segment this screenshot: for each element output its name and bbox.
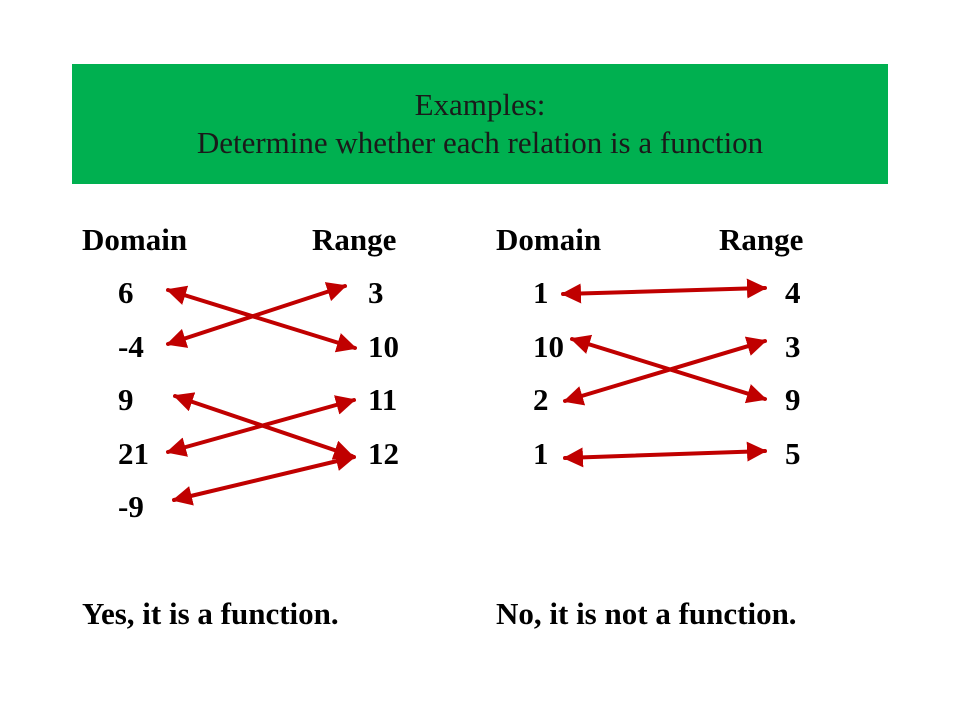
- right-domain-item: 1: [533, 436, 549, 471]
- right-conclusion: No, it is not a function.: [496, 596, 797, 631]
- arrow-right-2-3: [563, 336, 767, 406]
- arrow-left-21-11: [166, 395, 356, 457]
- right-range-item: 3: [785, 329, 801, 364]
- left-range-item: 12: [368, 436, 399, 471]
- left-range-item: 3: [368, 275, 384, 310]
- right-range-item: 5: [785, 436, 801, 471]
- left-range-header: Range: [312, 222, 397, 257]
- right-domain-item: 10: [533, 329, 564, 364]
- left-domain-item: -9: [118, 489, 144, 524]
- arrow-left-6-10: [166, 285, 357, 353]
- right-range-item: 4: [785, 275, 801, 310]
- arrow-right-1-5: [563, 441, 767, 468]
- title-line-2: Determine whether each relation is a fun…: [196, 125, 764, 160]
- right-domain-item: 1: [533, 275, 549, 310]
- right-domain-item: 2: [533, 382, 549, 417]
- title-line-1: Examples:: [414, 87, 546, 122]
- arrow-left-neg4-3: [166, 282, 347, 348]
- arrow-left-neg9-12: [172, 451, 356, 506]
- left-domain-item: 6: [118, 275, 134, 310]
- right-range-header: Range: [719, 222, 804, 257]
- left-range-item: 10: [368, 329, 399, 364]
- left-domain-item: 9: [118, 382, 134, 417]
- right-domain-header: Domain: [496, 222, 602, 257]
- left-range-item: 11: [368, 382, 398, 417]
- title-banner: Examples: Determine whether each relatio…: [72, 64, 888, 184]
- left-domain-header: Domain: [82, 222, 188, 257]
- left-domain-item: -4: [118, 329, 144, 364]
- right-range-item: 9: [785, 382, 801, 417]
- arrow-right-1-4: [561, 278, 767, 304]
- left-conclusion: Yes, it is a function.: [82, 596, 339, 631]
- left-domain-item: 21: [118, 436, 149, 471]
